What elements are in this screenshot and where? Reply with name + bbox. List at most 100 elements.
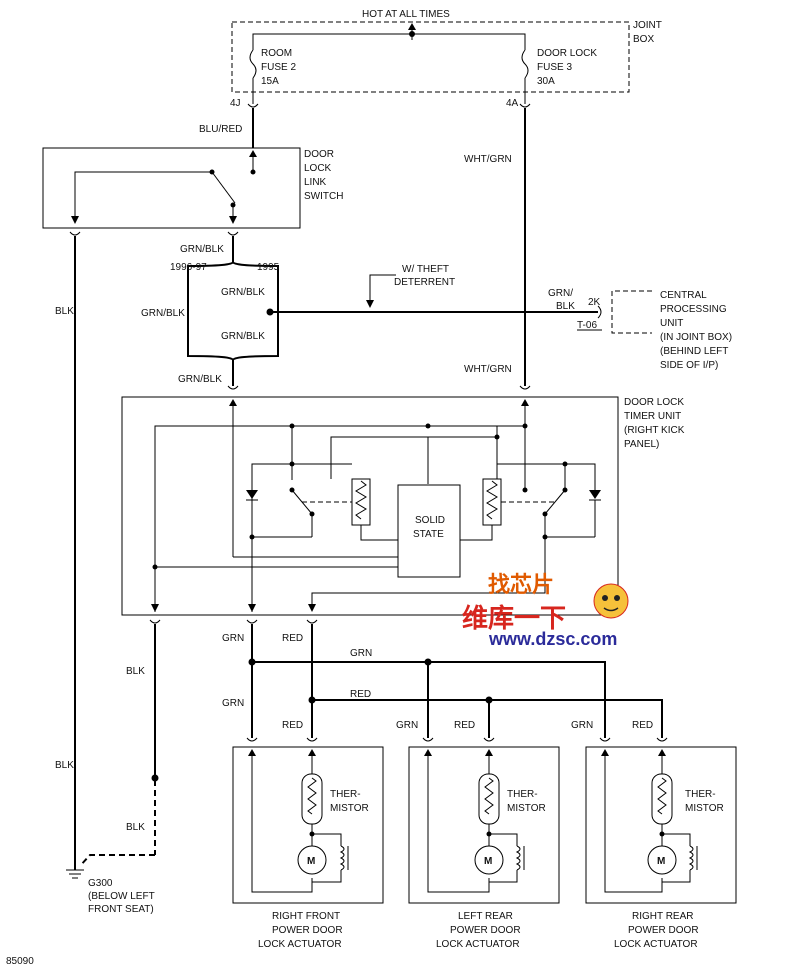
actuator-lr-label-2: POWER DOOR <box>450 925 521 936</box>
cpu-label-5: (BEHIND LEFT <box>660 346 728 357</box>
actuator-right-rear: M THER- MISTOR <box>585 746 737 904</box>
hot-arrow-icon <box>408 23 416 30</box>
joint-box-label-2: BOX <box>633 34 654 45</box>
room-fuse-icon <box>249 49 257 79</box>
year-1995-label: 1995 <box>257 262 280 273</box>
blk-label-2: BLK <box>55 760 74 771</box>
door-lock-link-switch-box <box>42 147 301 229</box>
grn-blk-left-label: GRN/BLK <box>141 308 185 319</box>
grn-blk-upper-label: GRN/BLK <box>221 287 265 298</box>
theft-label-2: DETERRENT <box>394 277 455 288</box>
joint-box-outline <box>231 21 630 93</box>
actuator-rf-label-3: LOCK ACTUATOR <box>258 939 342 950</box>
ground-label-1: G300 <box>88 878 113 889</box>
timer-label-1: DOOR LOCK <box>624 397 684 408</box>
hot-bus-junction <box>409 31 415 37</box>
grn-blk-cpu-label-2: BLK <box>556 301 575 312</box>
room-fuse-label-2: FUSE 2 <box>261 62 296 73</box>
link-switch-out-arrow-1-icon <box>71 216 79 224</box>
t06-label: T-06 <box>577 320 597 331</box>
pin-2k-label: 2K <box>588 297 601 308</box>
grn-label-2: GRN <box>222 698 244 709</box>
actuator-left-rear: M THER- MISTOR <box>408 746 560 904</box>
pin-4a-label: 4A <box>506 98 519 109</box>
watermark: 找芯片 维库一下 www.dzsc.com <box>462 572 629 649</box>
thermistor-label-2: MISTOR <box>685 803 724 814</box>
thermistor-label-1: THER- <box>507 789 538 800</box>
room-fuse-label-1: ROOM <box>261 48 292 59</box>
motor-icon <box>297 845 327 875</box>
actuator-rr-label-1: RIGHT REAR <box>632 911 694 922</box>
link-switch-blade-icon <box>211 171 236 204</box>
ground-label-2: (BELOW LEFT <box>88 891 155 902</box>
diode-right-icon <box>589 490 601 499</box>
actuator-rr-label-3: LOCK ACTUATOR <box>614 939 698 950</box>
blk-label-4: BLK <box>126 822 145 833</box>
theft-arrow-icon <box>366 300 374 308</box>
actuator-rf-label-2: POWER DOOR <box>272 925 343 936</box>
watermark-mascot-icon <box>593 583 629 619</box>
cpu-label-1: CENTRAL <box>660 290 707 301</box>
cpu-dashed-box <box>611 290 652 334</box>
cpu-label-3: UNIT <box>660 318 683 329</box>
motor-label: M <box>484 856 492 867</box>
grn-label-4: GRN <box>571 720 593 731</box>
room-fuse-label-3: 15A <box>261 76 279 87</box>
hot-at-all-times-label: HOT AT ALL TIMES <box>362 9 450 20</box>
actuator-rf-label-1: RIGHT FRONT <box>272 911 340 922</box>
blu-red-label: BLU/RED <box>199 124 242 135</box>
year-split-brace <box>187 261 279 272</box>
grn-bus <box>252 661 606 738</box>
thermistor-label-1: THER- <box>330 789 361 800</box>
connector-4j-icon <box>247 103 259 108</box>
solid-state-label-1: SOLID <box>415 515 445 526</box>
thermistor-label-2: MISTOR <box>330 803 369 814</box>
door-lock-fuse-icon <box>521 49 529 79</box>
motor-label: M <box>307 856 315 867</box>
thermistor-icon <box>301 773 323 825</box>
actuator-right-front: M THER- MISTOR <box>232 746 384 904</box>
relay-switch-right-icon <box>544 489 566 515</box>
timer-label-2: TIMER UNIT <box>624 411 681 422</box>
red-bus <box>312 699 663 738</box>
red-bus-label: RED <box>350 689 371 700</box>
connector-4a-icon <box>519 103 531 108</box>
pin-4j-label: 4J <box>230 98 241 109</box>
timer-label-4: PANEL) <box>624 439 659 450</box>
cpu-label-2: PROCESSING <box>660 304 727 315</box>
grn-bus-label: GRN <box>350 648 372 659</box>
grn-label-1: GRN <box>222 633 244 644</box>
watermark-url: www.dzsc.com <box>488 629 617 649</box>
solid-state-box <box>397 484 461 578</box>
red-label-1: RED <box>282 633 303 644</box>
hot-bus <box>252 33 526 50</box>
grn-label-3: GRN <box>396 720 418 731</box>
door-lock-timer-unit-box <box>121 396 619 616</box>
motor-label: M <box>657 856 665 867</box>
solenoid-icon <box>339 845 345 871</box>
grn-blk-timer-label: GRN/BLK <box>178 374 222 385</box>
red-label-4: RED <box>632 720 653 731</box>
blk-label-1: BLK <box>55 306 74 317</box>
thermistor-label-1: THER- <box>685 789 716 800</box>
wht-grn-top-label: WHT/GRN <box>464 154 512 165</box>
link-switch-out-arrow-2-icon <box>229 216 237 224</box>
solid-state-label-2: STATE <box>413 529 444 540</box>
link-switch-label-3: LINK <box>304 177 327 188</box>
timer-label-3: (RIGHT KICK <box>624 425 685 436</box>
grn-blk-cpu-label-1: GRN/ <box>548 288 573 299</box>
link-switch-label-4: SWITCH <box>304 191 343 202</box>
grn-blk-lower-label: GRN/BLK <box>221 331 265 342</box>
red-label-2: RED <box>282 720 303 731</box>
relay-coil-right-icon <box>482 478 502 526</box>
door-lock-fuse-label-3: 30A <box>537 76 555 87</box>
door-lock-fuse-label-1: DOOR LOCK <box>537 48 597 59</box>
actuator-lr-label-1: LEFT REAR <box>458 911 513 922</box>
cpu-label-4: (IN JOINT BOX) <box>660 332 732 343</box>
actuator-rr-label-2: POWER DOOR <box>628 925 699 936</box>
link-switch-in-arrow-icon <box>249 150 257 157</box>
relay-coil-left-icon <box>351 478 371 526</box>
blk-label-3: BLK <box>126 666 145 677</box>
figure-number: 85090 <box>6 956 34 967</box>
